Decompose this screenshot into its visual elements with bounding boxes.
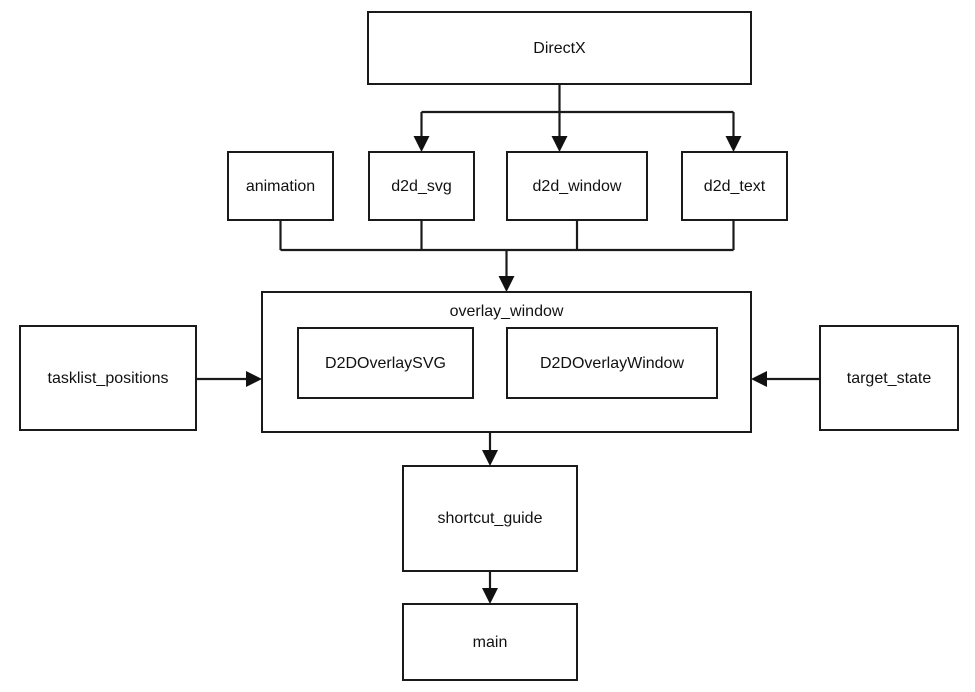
edge-targetstate-to-overlay <box>751 371 820 387</box>
edge-directx-to-d2d_window <box>551 112 568 152</box>
node-label-d2d-svg: d2d_svg <box>391 178 452 195</box>
node-animation[interactable]: animation <box>227 151 334 221</box>
node-label-overlay-window: overlay_window <box>450 303 564 320</box>
node-directx[interactable]: DirectX <box>367 11 752 85</box>
edge-tasklist-to-overlay <box>196 371 262 387</box>
node-label-d2doverlaysvg: D2DOverlaySVG <box>325 355 446 372</box>
arrowhead-shortcut-main <box>482 588 498 604</box>
node-rect-tasklist-positions[interactable] <box>19 325 197 431</box>
node-rect-d2doverlaysvg[interactable] <box>297 327 474 399</box>
node-rect-directx[interactable] <box>367 11 752 85</box>
node-layer: DirectX animation d2d_svg d2d_window d2d… <box>19 11 959 681</box>
arrowhead-overlay-shortcut <box>482 450 498 466</box>
node-rect-shortcut-guide[interactable] <box>402 465 578 572</box>
node-label-directx: DirectX <box>533 40 586 57</box>
node-target_state[interactable]: target_state <box>819 325 959 431</box>
node-rect-target-state[interactable] <box>819 325 959 431</box>
edge-directx-to-d2d_text <box>725 112 742 152</box>
node-label-d2d-window: d2d_window <box>533 178 622 195</box>
edge-shortcut-to-main <box>482 571 498 604</box>
node-d2doverlaysvg[interactable]: D2DOverlaySVG <box>297 327 474 399</box>
arrowhead-directx-d2dsvg <box>413 136 430 152</box>
edge-row2-fanin <box>279 220 735 292</box>
arrowhead-directx-d2dwindow <box>551 136 568 152</box>
node-rect-main[interactable] <box>402 603 578 681</box>
node-rect-d2d-text[interactable] <box>681 151 788 221</box>
node-label-main: main <box>473 634 508 651</box>
node-rect-d2d-svg[interactable] <box>368 151 475 221</box>
node-label-d2doverlaywindow: D2DOverlayWindow <box>540 355 684 372</box>
arrowhead-tasklist-overlay <box>246 371 262 387</box>
node-rect-d2d-window[interactable] <box>506 151 648 221</box>
node-tasklist_positions[interactable]: tasklist_positions <box>19 325 197 431</box>
node-main[interactable]: main <box>402 603 578 681</box>
node-label-shortcut-guide: shortcut_guide <box>438 510 543 527</box>
arrowhead-row2-overlay <box>498 276 515 292</box>
node-d2d_text[interactable]: d2d_text <box>681 151 788 221</box>
node-label-target-state: target_state <box>847 370 932 387</box>
edge-directx-fanout <box>421 84 734 114</box>
edge-directx-to-d2d_svg <box>413 112 430 152</box>
edge-layer <box>196 84 820 604</box>
arrowhead-targetstate-overlay <box>751 371 767 387</box>
node-rect-d2doverlaywindow[interactable] <box>506 327 718 399</box>
edge-overlay-to-shortcut <box>482 432 498 466</box>
node-label-tasklist-positions: tasklist_positions <box>48 370 169 387</box>
node-rect-animation[interactable] <box>227 151 334 221</box>
node-label-d2d-text: d2d_text <box>704 178 766 195</box>
node-d2d_svg[interactable]: d2d_svg <box>368 151 475 221</box>
arrowhead-directx-d2dtext <box>725 136 742 152</box>
node-shortcut_guide[interactable]: shortcut_guide <box>402 465 578 572</box>
node-d2doverlaywindow[interactable]: D2DOverlayWindow <box>506 327 718 399</box>
node-d2d_window[interactable]: d2d_window <box>506 151 648 221</box>
node-label-animation: animation <box>246 178 315 195</box>
